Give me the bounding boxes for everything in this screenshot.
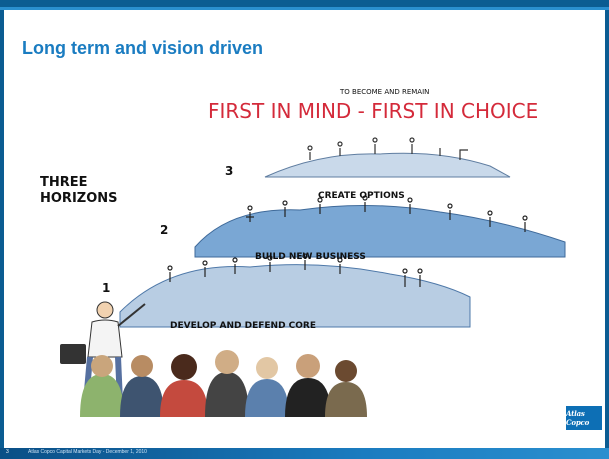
- hill-3: [264, 152, 511, 178]
- footer-bar: 3 Atlas Copco Capital Markets Day - Dece…: [0, 448, 609, 459]
- hill-1: [119, 264, 471, 328]
- top-band: [0, 0, 609, 7]
- horizon-1-number: 1: [102, 281, 110, 295]
- horizon-2-label: BUILD NEW BUSINESS: [255, 252, 366, 262]
- three-horizons-line1: THREE: [40, 175, 88, 190]
- slide-title: Long term and vision driven: [22, 38, 264, 58]
- right-edge: [605, 10, 609, 450]
- hill-3-figures: [307, 137, 468, 160]
- three-horizons-illustration: TO BECOME AND REMAIN FIRST IN MIND - FIR…: [40, 88, 566, 417]
- three-horizons-line2: HORIZONS: [40, 191, 118, 206]
- hill-1-figures: [167, 253, 423, 287]
- hill-2-figures: [246, 195, 528, 232]
- horizon-3-label: CREATE OPTIONS: [318, 191, 405, 201]
- top-band-accent: [0, 7, 609, 10]
- page-number: 3: [6, 449, 9, 455]
- hill-2: [194, 204, 566, 258]
- audience: [80, 350, 367, 417]
- horizon-1-label: DEVELOP AND DEFEND CORE: [170, 321, 316, 331]
- footer-text: Atlas Copco Capital Markets Day - Decemb…: [28, 449, 147, 455]
- atlas-copco-logo: Atlas Copco: [566, 406, 602, 430]
- horizon-2-number: 2: [160, 223, 168, 237]
- subtitle-small: TO BECOME AND REMAIN: [339, 88, 429, 96]
- left-edge: [0, 10, 4, 450]
- headline: FIRST IN MIND - FIRST IN CHOICE: [208, 99, 538, 123]
- horizon-3-number: 3: [225, 164, 233, 178]
- presenter-figure: [60, 301, 146, 403]
